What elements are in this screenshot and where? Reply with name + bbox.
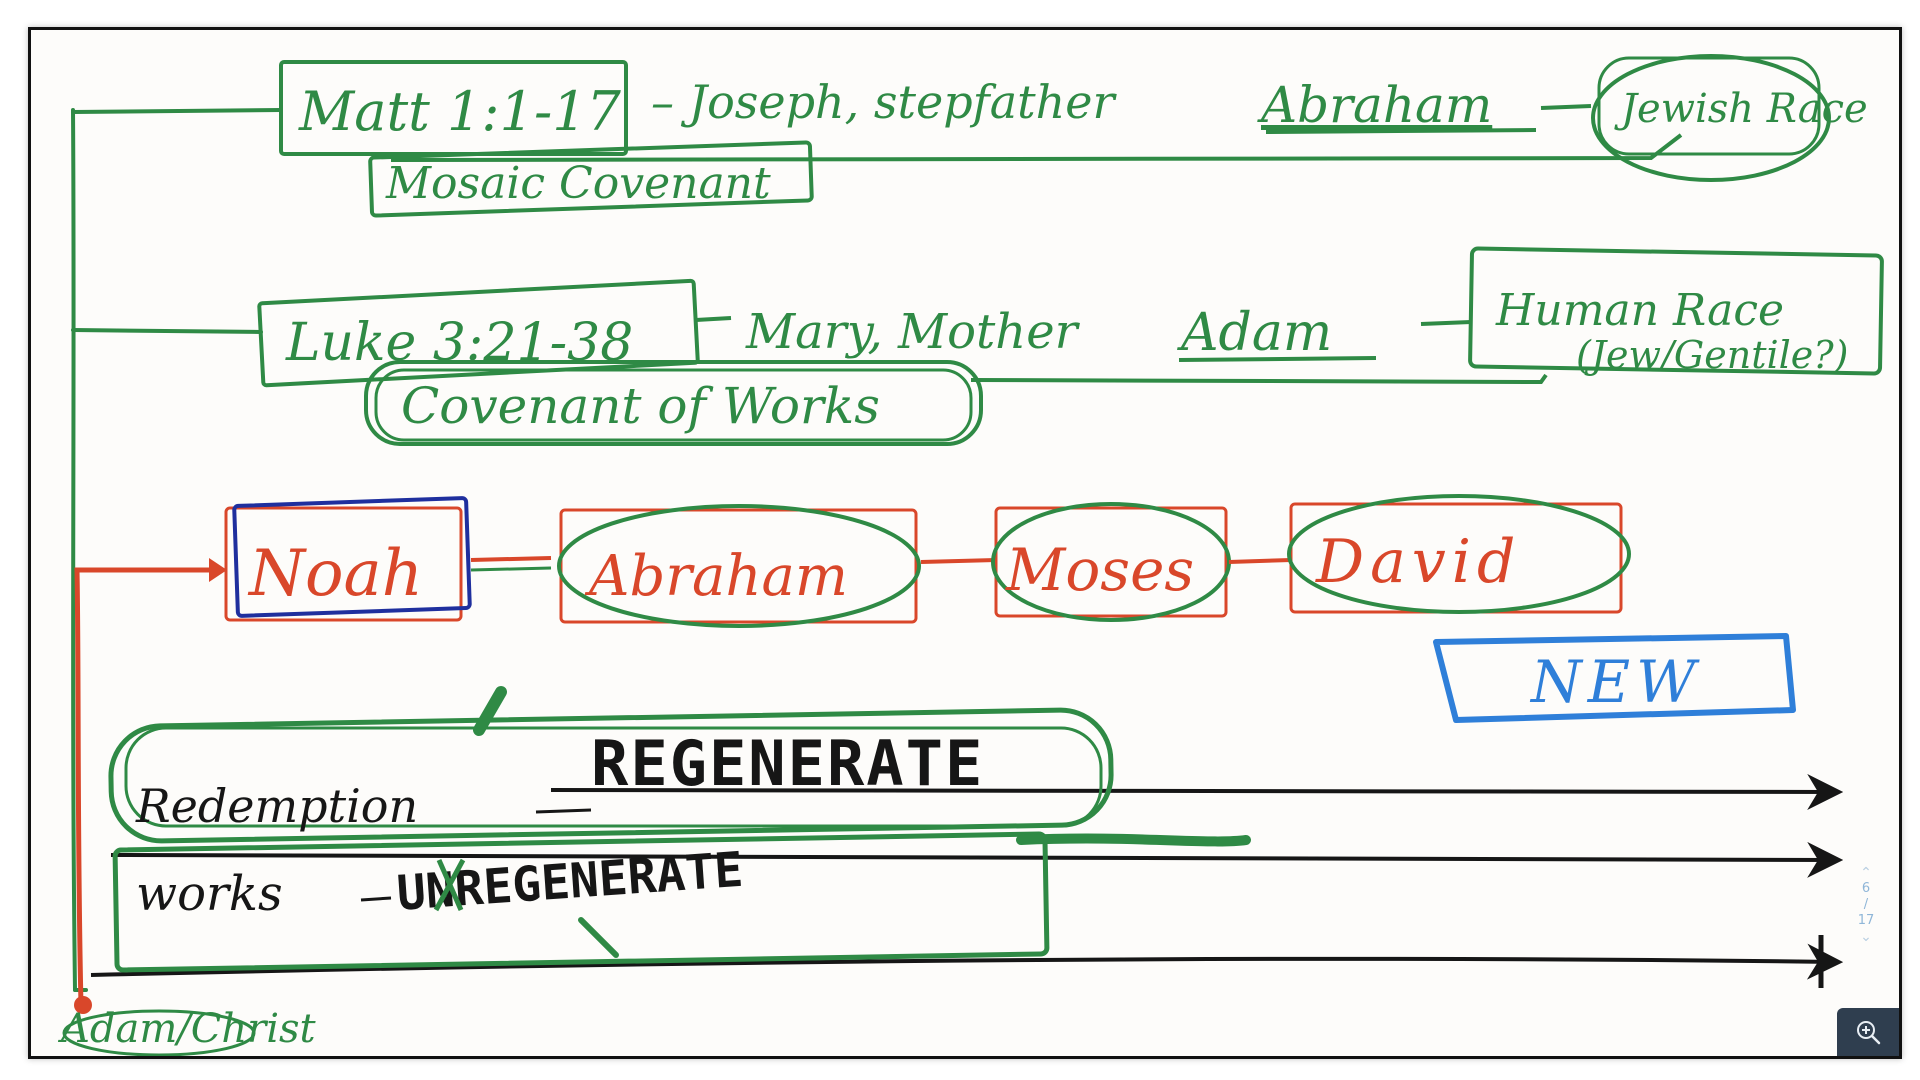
chain-noah[interactable]: Noah: [224, 496, 472, 622]
page-current: 6: [1861, 881, 1871, 896]
new-box: [1433, 633, 1796, 723]
covenant-works: Covenant of Works: [401, 377, 880, 435]
redemption-works-block: Redemption REGENERATE works UNREGENERATE: [108, 686, 1251, 973]
human-race-note: (Jew/Gentile?): [1576, 333, 1848, 377]
jewish-race-box: [1597, 56, 1821, 156]
abraham-label: Abraham: [584, 544, 848, 609]
redemption-label: Redemption: [135, 779, 418, 833]
covenant-chain: Noah Abraham Moses David: [74, 494, 1631, 1014]
adam-ancestor: Adam: [1177, 303, 1332, 363]
noah-red-box: [224, 506, 463, 622]
covenant-works-box: [364, 360, 983, 446]
page-indicator: ⌃ 6 / 17 ⌄: [1853, 865, 1879, 945]
chain-abraham[interactable]: Abraham: [557, 504, 921, 628]
regenerate-label: REGENERATE: [591, 727, 984, 800]
timeline-base: [90, 943, 1844, 980]
page-up-icon[interactable]: ⌃: [1860, 865, 1872, 881]
green-spine: [71, 108, 283, 992]
noah-label: Noah: [247, 537, 423, 611]
jewish-race: Jewish Race: [1614, 86, 1868, 132]
zoom-button[interactable]: [1837, 1008, 1899, 1056]
abraham-underline: [1265, 128, 1537, 134]
jewish-race-circle: [1591, 54, 1831, 182]
red-spine: [74, 567, 84, 1006]
mosaic-covenant: Mosaic Covenant: [385, 158, 771, 209]
page-separator: /: [1863, 897, 1869, 912]
moses-label: Moses: [1005, 536, 1194, 604]
new-tag: NEW: [1433, 633, 1796, 723]
mosaic-covenant-box: [368, 140, 814, 218]
chain-moses[interactable]: Moses: [991, 502, 1231, 622]
timeline-redemption: [550, 773, 1844, 810]
works-label: works: [136, 866, 283, 922]
zoom-in-icon: [1857, 1021, 1881, 1045]
new-label: NEW: [1529, 648, 1702, 716]
page-down-icon[interactable]: ⌄: [1860, 929, 1872, 945]
david-label: David: [1315, 527, 1521, 597]
diagram-canvas: Matt 1:1-17 – Joseph, stepfather Abraham…: [57, 54, 1884, 1056]
mary-text: Mary, Mother: [745, 304, 1081, 360]
abraham-ancestor: Abraham: [1257, 76, 1492, 134]
redemption-box: [108, 707, 1114, 844]
base-label-group: Adam/Christ: [57, 1006, 317, 1056]
whiteboard-frame: Matt 1:1-17 – Joseph, stepfather Abraham…: [28, 27, 1902, 1059]
noah-blue-box: [232, 496, 472, 618]
adam-underline: [1178, 356, 1377, 362]
human-race: Human Race: [1495, 285, 1784, 336]
timeline-works: [110, 841, 1844, 878]
timelines: [90, 773, 1844, 988]
row-luke: Luke 3:21-38 Mary, Mother Adam Human Rac…: [257, 246, 1884, 446]
row-matthew: Matt 1:1-17 – Joseph, stepfather Abraham…: [279, 54, 1868, 218]
chain-david[interactable]: David: [1287, 494, 1631, 614]
human-race-box: [1468, 246, 1884, 376]
works-box: [112, 831, 1050, 973]
adam-christ-label: Adam/Christ: [57, 1006, 317, 1052]
page-total: 17: [1857, 913, 1875, 928]
luke-box: [257, 278, 700, 388]
joseph-text: – Joseph, stepfather: [651, 75, 1117, 129]
matt-ref: Matt 1:1-17: [298, 80, 622, 143]
